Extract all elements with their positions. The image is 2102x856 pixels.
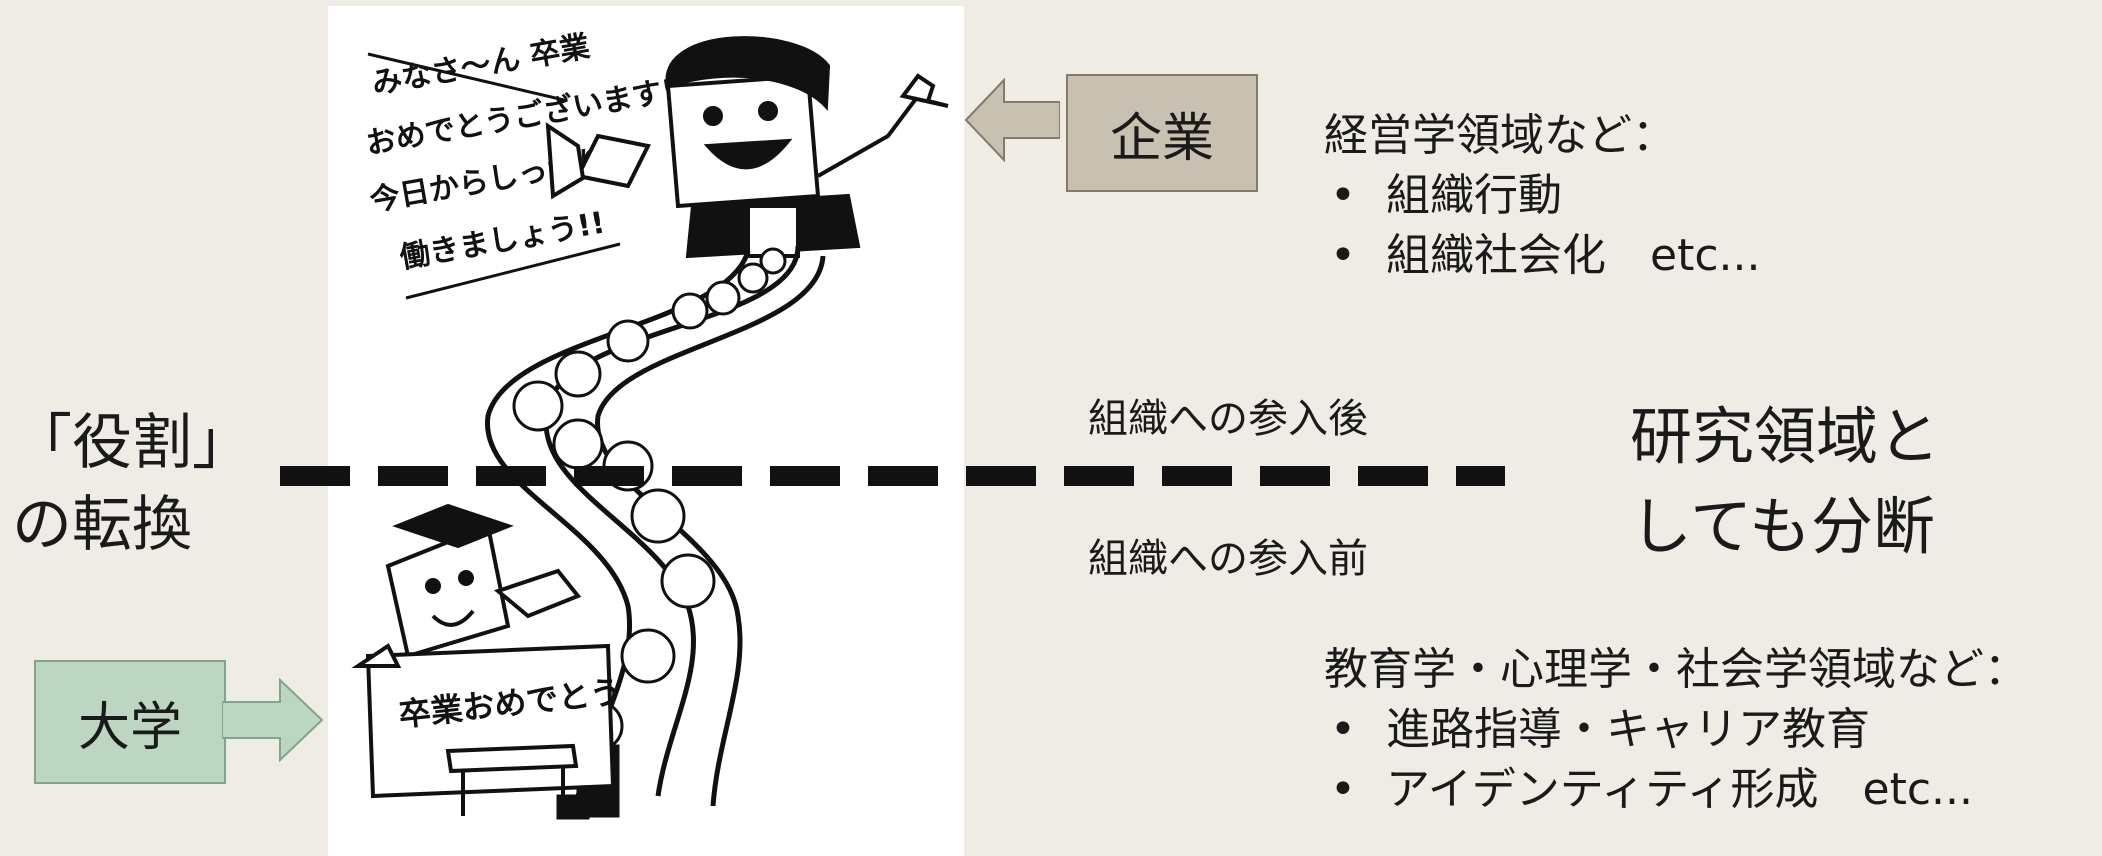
- university-label: 大学: [77, 697, 182, 758]
- list-item: 組織社会化 etc...: [1324, 226, 1760, 286]
- company-arrow-icon: [964, 77, 1060, 163]
- list-item: 組織行動: [1324, 166, 1760, 226]
- list-item: 進路指導・キャリア教育: [1324, 700, 2028, 760]
- role-transition-line-2: の転換: [12, 490, 192, 560]
- escalator-illustration: みなさ～ん 卒業 おめでとうございます! 今日からしっかり 働きましょう!!: [328, 6, 964, 856]
- management-fields-list: 組織行動 組織社会化 etc...: [1324, 166, 1760, 286]
- phase-divider-line: [280, 466, 1505, 486]
- list-item: アイデンティティ形成 etc...: [1324, 760, 2028, 820]
- phase-after-label: 組織への参入後: [1088, 396, 1368, 442]
- speech-line-4: 働きましょう!!: [396, 205, 607, 276]
- role-transition-label: 「役割」 の転換: [12, 402, 252, 566]
- company-character: [545, 36, 949, 259]
- management-fields: 経営学領域など： 組織行動 組織社会化 etc...: [1324, 106, 1760, 286]
- research-divide-line-2: しても分断: [1630, 490, 1936, 563]
- education-fields: 教育学・心理学・社会学領域など： 進路指導・キャリア教育 アイデンティティ形成 …: [1324, 640, 2028, 820]
- role-transition-line-1: 「役割」: [12, 408, 252, 478]
- company-label: 企業: [1109, 108, 1214, 169]
- education-fields-list: 進路指導・キャリア教育 アイデンティティ形成 etc...: [1324, 700, 2028, 820]
- speech-line-1: みなさ～ん 卒業: [369, 29, 592, 102]
- university-box: 大学: [34, 660, 226, 784]
- phase-before-label: 組織への参入前: [1088, 536, 1368, 582]
- management-fields-heading: 経営学領域など：: [1324, 110, 1676, 161]
- research-divide-label: 研究領域と しても分断: [1630, 392, 1940, 572]
- education-fields-heading: 教育学・心理学・社会学領域など：: [1324, 644, 2028, 695]
- university-arrow-icon: [222, 677, 324, 763]
- speech-line-bottom: [405, 242, 621, 300]
- university-character: [351, 503, 616, 816]
- research-divide-line-1: 研究領域と: [1630, 400, 1941, 473]
- company-box: 企業: [1066, 74, 1258, 192]
- speech-line-top: [367, 52, 565, 102]
- illustration-drawing: みなさ～ん 卒業 おめでとうございます! 今日からしっかり 働きましょう!!: [351, 29, 949, 820]
